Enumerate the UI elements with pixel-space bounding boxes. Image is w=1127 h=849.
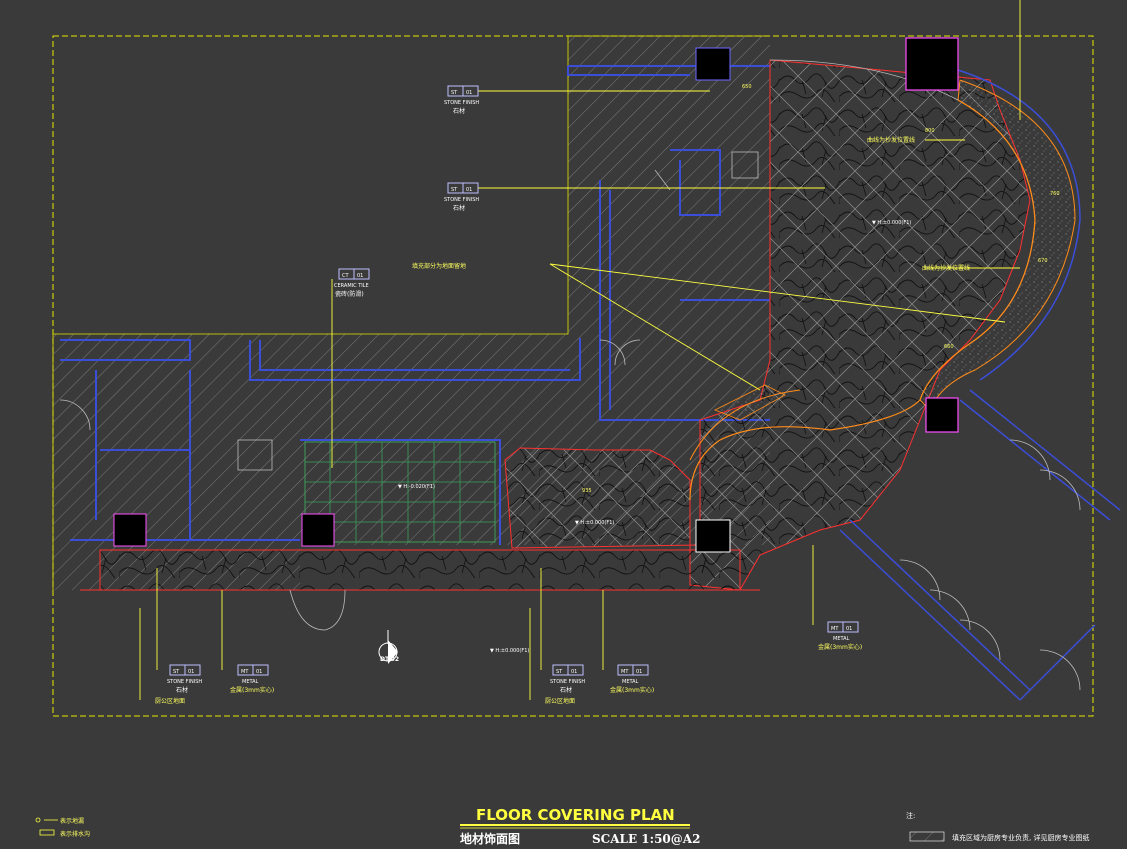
legend-item: 表示排水沟	[60, 830, 90, 838]
section-marker: DT-02	[378, 630, 399, 664]
material-tag-mt01: MT 01 METAL 金属(3mm实心)	[610, 664, 654, 694]
column	[695, 47, 731, 81]
curve-note: 曲线为抄发位置线	[922, 264, 970, 272]
general-note: 注: 填充区域为厨房专业负责, 详见厨房专业图纸	[906, 811, 1089, 842]
svg-text:石材: 石材	[453, 204, 465, 212]
svg-text:石材: 石材	[560, 686, 572, 694]
column	[925, 397, 959, 433]
note-label: 注:	[906, 811, 915, 820]
svg-text:瓷砖(防滑): 瓷砖(防滑)	[335, 290, 364, 298]
svg-text:CT: CT	[342, 273, 349, 279]
material-tag-st01: ST 01 STONE FINISH 石材 厨公区地面	[155, 664, 202, 705]
office-floor-label: 厨公区地面	[155, 697, 185, 705]
office-floor-label: 厨公区地面	[545, 697, 575, 705]
svg-text:ST: ST	[451, 187, 458, 193]
svg-text:ST: ST	[173, 669, 180, 675]
svg-text:01: 01	[846, 626, 852, 632]
leader-lines	[139, 0, 1021, 700]
column	[301, 513, 335, 547]
svg-text:ST: ST	[556, 669, 563, 675]
dimension-label: 935	[582, 488, 592, 494]
level-mark: ▼ H:±0.000(F1)	[575, 520, 614, 526]
dimension-label: 660	[944, 344, 954, 350]
svg-text:金属(3mm实心): 金属(3mm实心)	[230, 686, 274, 694]
material-tag-ct01: CT 01 CERAMIC TILE 瓷砖(防滑)	[334, 268, 370, 298]
drawing-title-cn: 地材饰面图	[460, 831, 520, 846]
section-mark-label: DT-02	[380, 656, 399, 663]
svg-text:CERAMIC TILE: CERAMIC TILE	[334, 283, 369, 289]
dimension-label: 670	[1038, 258, 1048, 264]
material-tag-st01: ST 01 STONE FINISH 石材	[444, 85, 479, 115]
svg-text:01: 01	[571, 669, 577, 675]
material-tag-st01: ST 01 STONE FINISH 石材 厨公区地面	[545, 664, 585, 705]
svg-text:01: 01	[466, 187, 472, 193]
svg-text:石材: 石材	[176, 686, 188, 694]
curved-bar-counter	[689, 59, 1076, 501]
svg-text:01: 01	[357, 273, 363, 279]
svg-text:METAL: METAL	[242, 679, 259, 685]
column	[695, 519, 731, 553]
structural-columns	[113, 37, 959, 553]
svg-text:MT: MT	[831, 626, 839, 632]
svg-text:STONE FINISH: STONE FINISH	[444, 100, 479, 106]
svg-text:01: 01	[466, 90, 472, 96]
entrance-doors	[289, 439, 1081, 691]
corridor-stone-strip	[80, 549, 760, 591]
svg-text:STONE FINISH: STONE FINISH	[550, 679, 585, 685]
svg-text:金属(3mm实心): 金属(3mm实心)	[610, 686, 654, 694]
dimension-label: 800	[925, 128, 935, 134]
level-mark: ▼ H:±0.000(F1)	[872, 220, 911, 226]
column	[113, 513, 147, 547]
column	[905, 37, 959, 91]
drawing-title-en: FLOOR COVERING PLAN	[476, 806, 675, 824]
note-text: 填充区域为厨房专业负责, 详见厨房专业图纸	[952, 833, 1089, 842]
dimension-label: 650	[742, 84, 752, 90]
ceramic-tile-zone	[304, 441, 496, 543]
legend: 表示地漏 表示排水沟	[35, 817, 90, 838]
material-tag-mt01: MT 01 METAL 金属(3mm实心)	[230, 664, 274, 694]
shaded-area-note: 填充部分为地面留地	[412, 262, 466, 270]
dimension-label: 760	[1050, 191, 1060, 197]
svg-text:01: 01	[636, 669, 642, 675]
material-tag-st01: ST 01 STONE FINISH 石材	[444, 182, 479, 212]
svg-text:01: 01	[256, 669, 262, 675]
level-mark: ▼ H:-0.020(F1)	[398, 484, 435, 490]
level-mark: ▼ H:±0.000(F1)	[490, 648, 529, 654]
svg-text:01: 01	[188, 669, 194, 675]
svg-text:ST: ST	[451, 90, 458, 96]
material-tag-mt01: MT 01 METAL 金属(3mm实心)	[818, 621, 862, 651]
svg-text:石材: 石材	[453, 107, 465, 115]
svg-text:METAL: METAL	[622, 679, 639, 685]
title-block: FLOOR COVERING PLAN 地材饰面图 SCALE 1:50@A2	[460, 806, 700, 846]
svg-text:STONE FINISH: STONE FINISH	[444, 197, 479, 203]
drawing-scale: SCALE 1:50@A2	[592, 832, 700, 846]
svg-text:MT: MT	[241, 669, 249, 675]
entrance-walls	[839, 69, 1121, 701]
svg-text:MT: MT	[621, 669, 629, 675]
svg-text:STONE FINISH: STONE FINISH	[167, 679, 202, 685]
svg-text:金属(3mm实心): 金属(3mm实心)	[818, 643, 862, 651]
curve-note: 曲线为抄发位置线	[867, 136, 915, 144]
svg-text:METAL: METAL	[833, 636, 850, 642]
legend-item: 表示地漏	[60, 817, 84, 825]
fixtures	[59, 151, 759, 471]
